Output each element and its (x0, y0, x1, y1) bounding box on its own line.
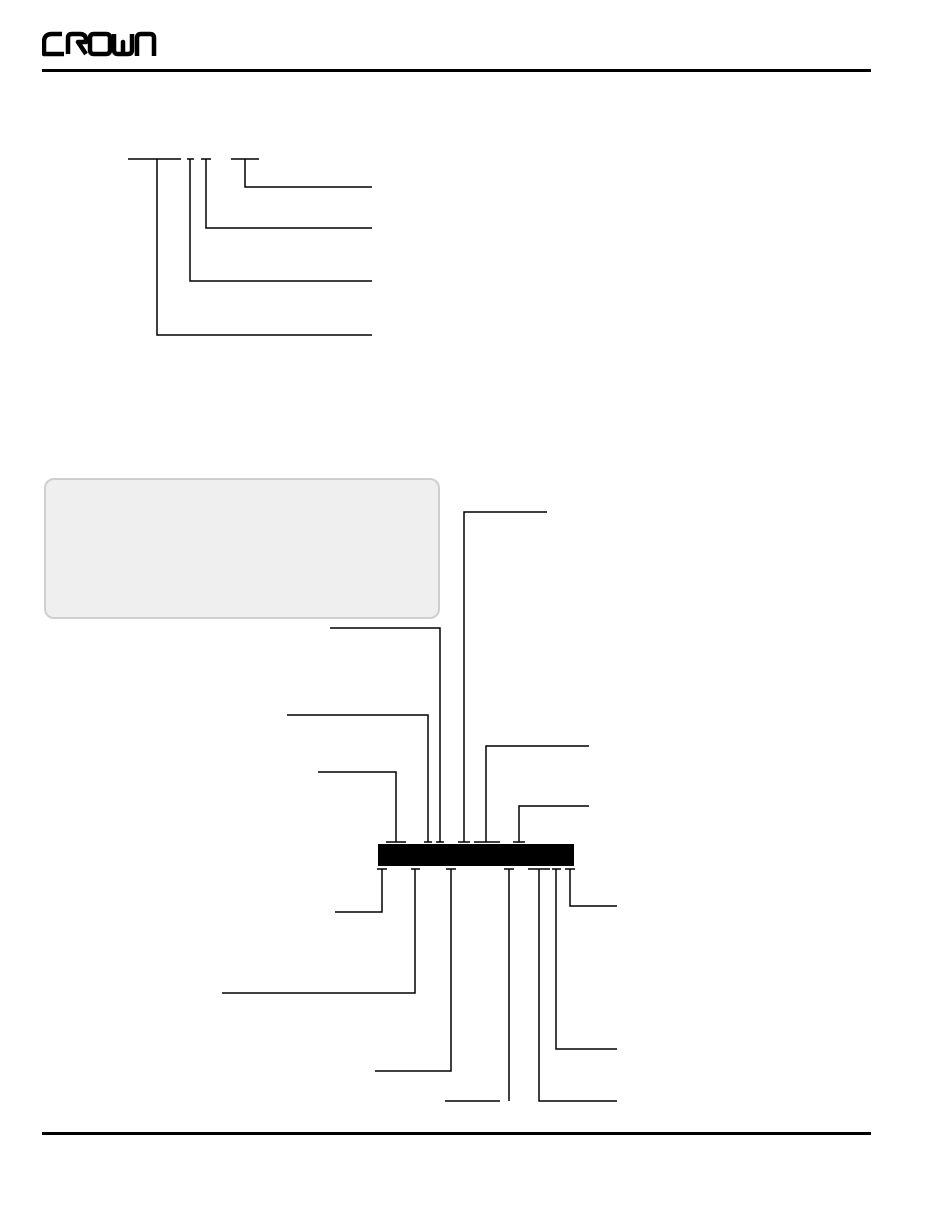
leader-line-2 (205, 159, 372, 229)
crown-logo (42, 31, 157, 57)
leader-line-3 (189, 159, 372, 282)
leader-bottom-g (569, 869, 617, 907)
logo-letter-c (42, 31, 64, 57)
header-rule (42, 69, 871, 72)
note-box (44, 478, 440, 619)
footer-rule (42, 1132, 871, 1135)
logo-letter-o (87, 31, 113, 57)
leader-top-e (485, 745, 589, 842)
leader-top-d (318, 771, 397, 842)
leader-bottom-f (555, 869, 617, 1050)
leader-top-b (330, 627, 441, 842)
leader-bottom-a (335, 869, 383, 913)
leader-bottom-e (538, 869, 617, 1102)
leader-line-1 (244, 159, 372, 188)
component-bar (378, 844, 574, 866)
leader-top-c (287, 714, 429, 842)
logo-letter-w (111, 34, 135, 57)
leader-bottom-c (375, 869, 452, 1072)
leader-top-a (463, 511, 547, 842)
leader-line-4 (156, 159, 372, 336)
logo-letter-r (65, 31, 89, 56)
logo-letter-n (134, 31, 157, 56)
leader-top-f (518, 805, 589, 842)
leader-bottom-b (222, 869, 416, 994)
